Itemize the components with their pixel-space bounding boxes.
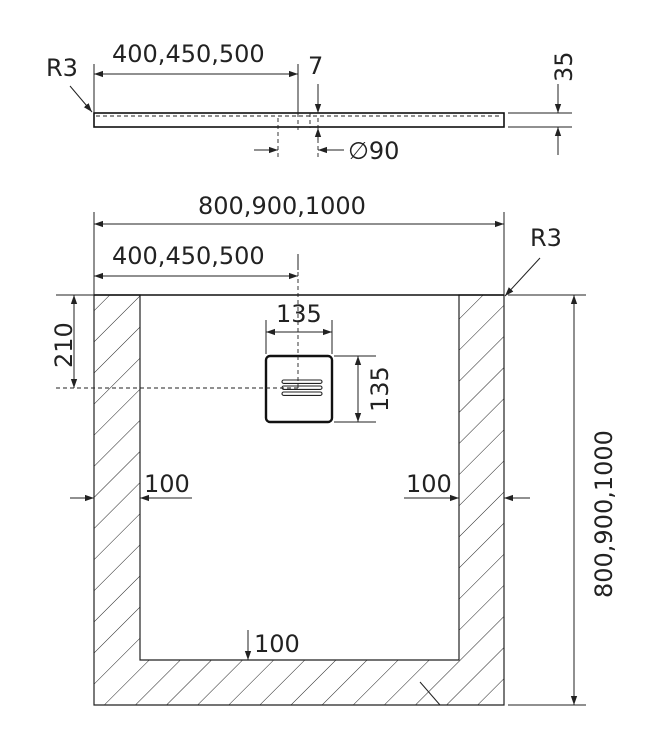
tray-profile [93,112,505,128]
plan-view: 800,900,1000 400,450,500 R3 210 135 135 … [50,192,618,706]
plan-total-width-label: 800,900,1000 [198,192,366,220]
plan-left-border-label: 100 [144,470,190,498]
side-half-width-label: 400,450,500 [112,40,265,68]
plan-grate-height-label: 135 [366,366,394,412]
side-radius-label: R3 [46,54,78,82]
side-diameter-label: ∅90 [348,137,399,165]
plan-grate-width-label: 135 [276,300,322,328]
plan-bottom-border-label: 100 [254,630,300,658]
side-height-label: 35 [550,51,578,82]
plan-right-border-label: 100 [406,470,452,498]
plan-drain-offset-label: 210 [50,322,78,368]
plan-total-depth-label: 800,900,1000 [590,430,618,598]
side-view: R3 400,450,500 7 35 ∅90 [46,40,578,165]
plan-half-width-label: 400,450,500 [112,242,265,270]
side-offset-label: 7 [308,52,323,80]
plan-radius-label: R3 [530,224,562,252]
grate-slots [281,379,323,396]
